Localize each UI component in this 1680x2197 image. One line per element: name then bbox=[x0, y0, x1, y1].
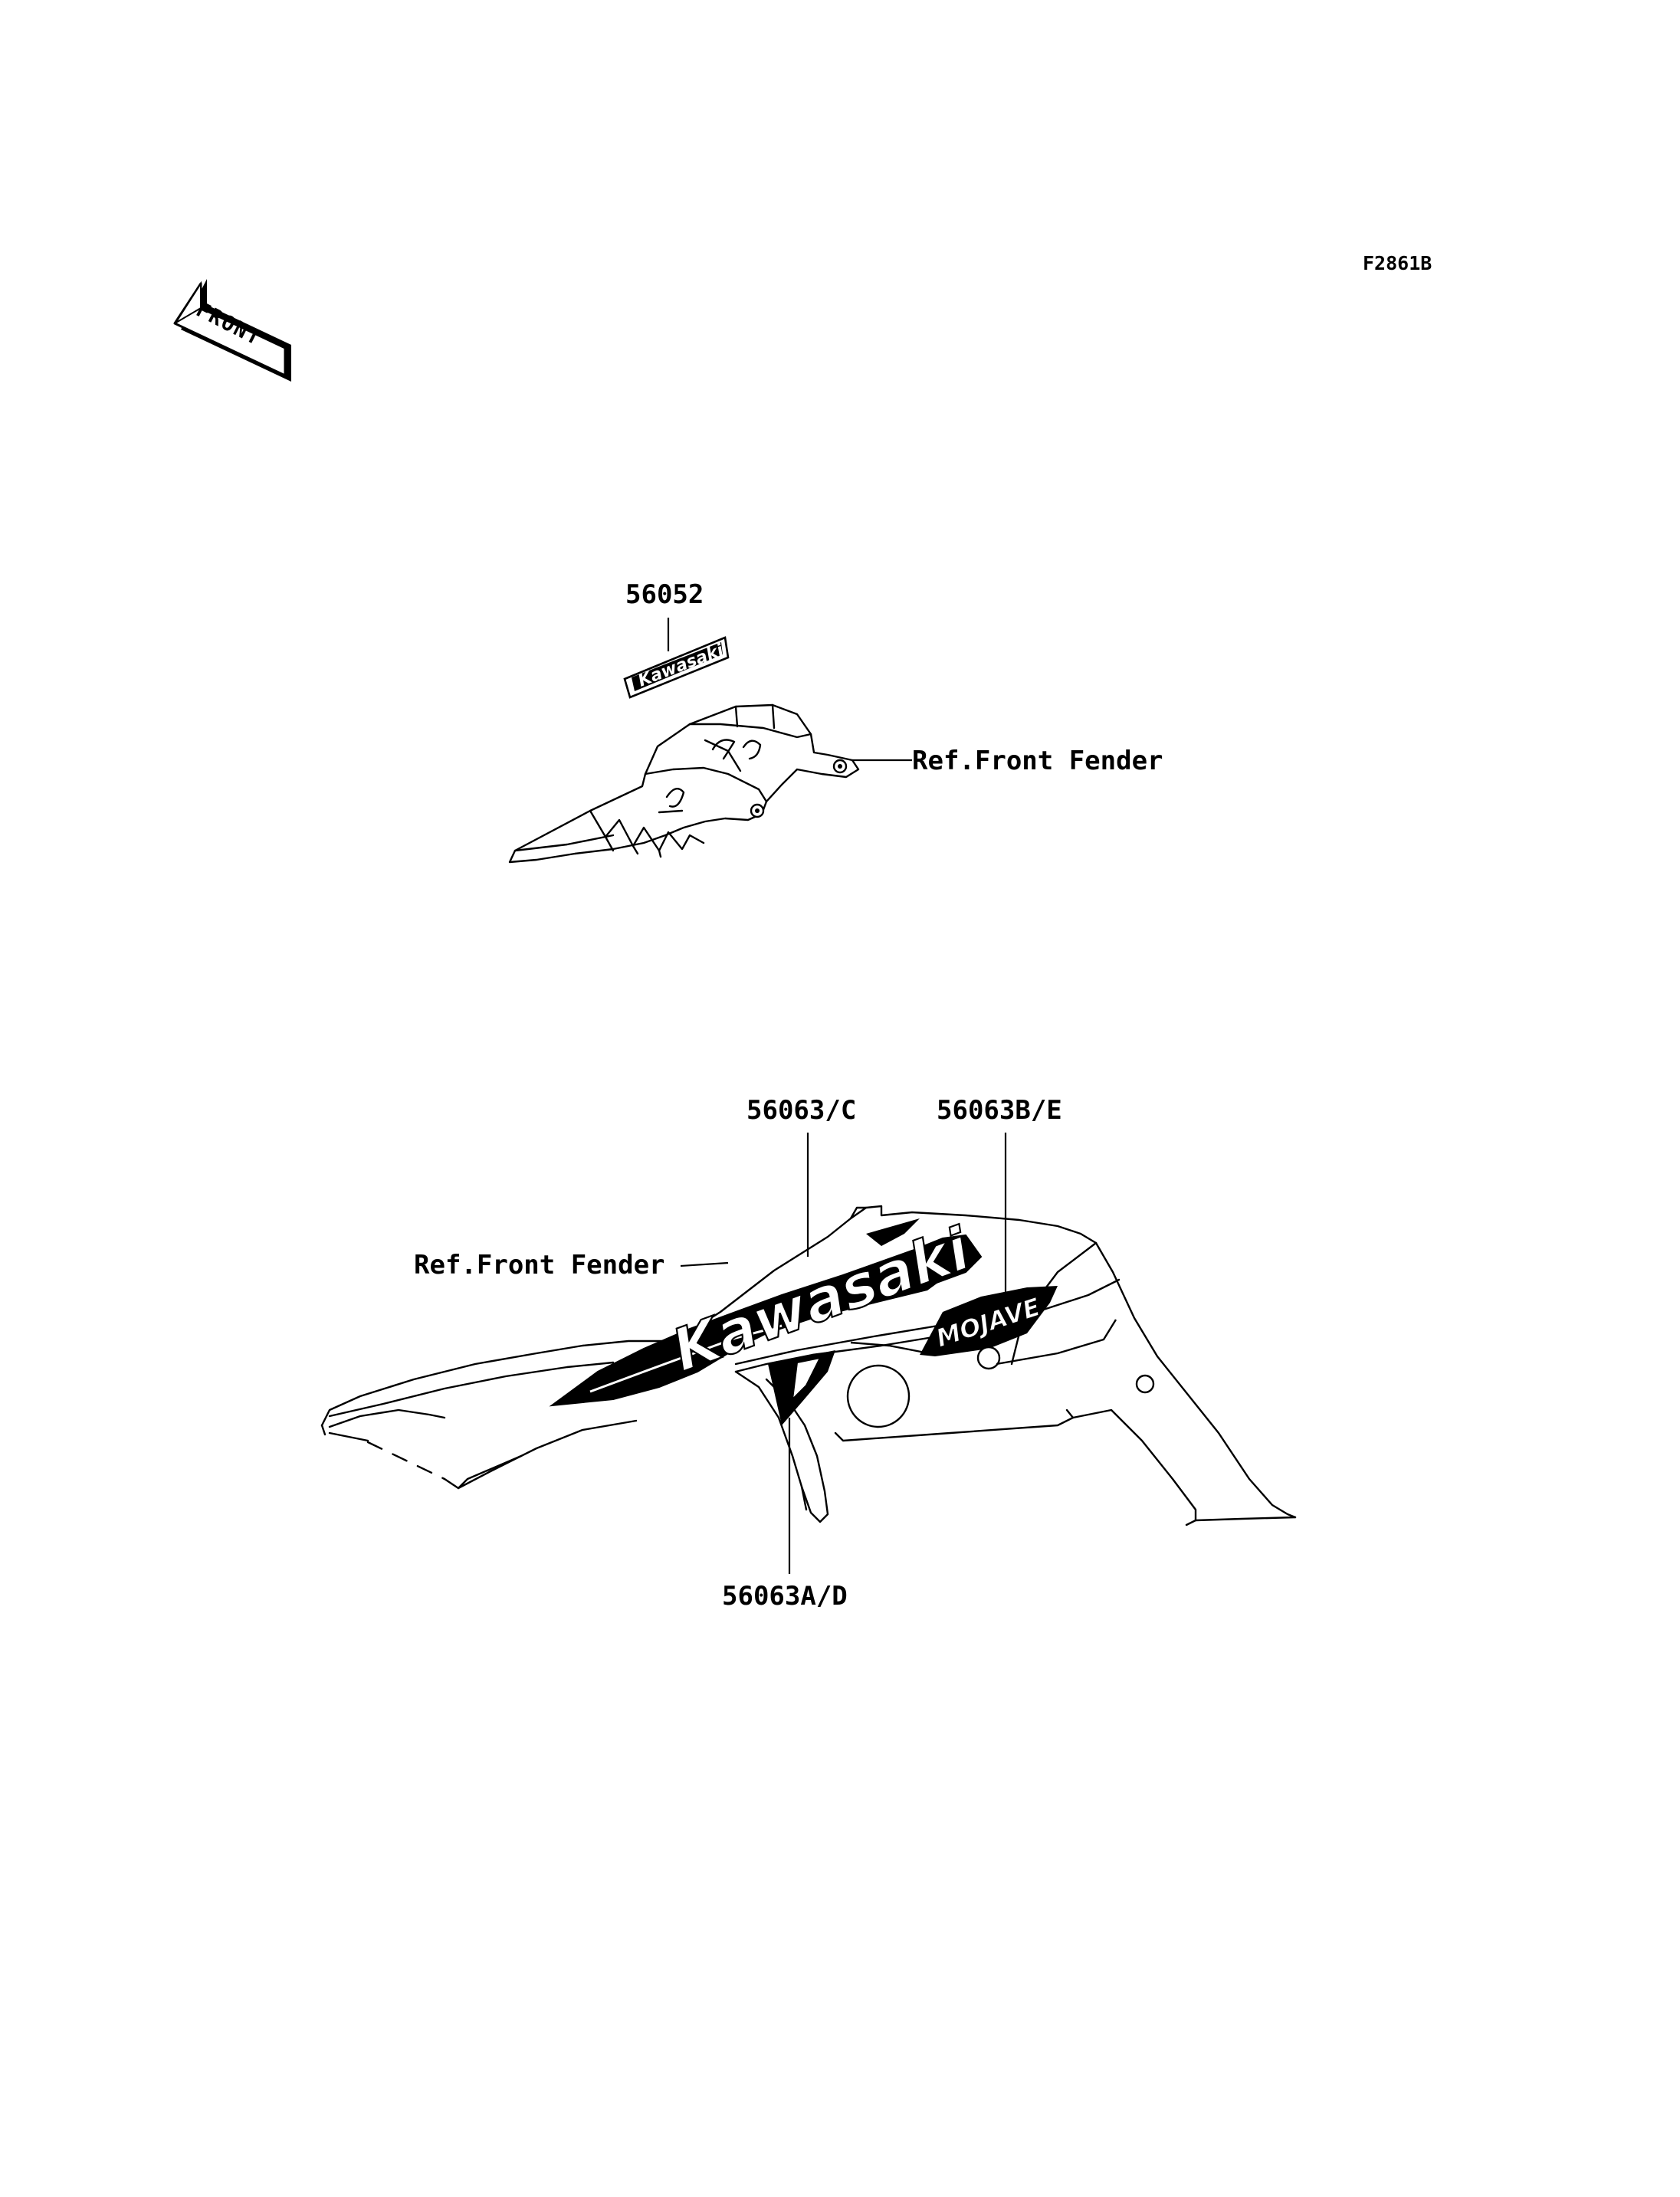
callout-ref-front-fender-top: Ref.Front Fender bbox=[912, 746, 1163, 776]
front-direction-arrow-icon: FRONT bbox=[173, 279, 291, 382]
top-parts-group: 56052 Kawasaki bbox=[508, 579, 1163, 864]
callout-56063c: 56063/C bbox=[746, 1095, 856, 1126]
callout-56063ad: 56063A/D bbox=[722, 1581, 848, 1612]
callout-56063be: 56063B/E bbox=[937, 1095, 1062, 1126]
side-stripe-decal bbox=[768, 1350, 835, 1425]
leader-ref-front-fender-bottom bbox=[680, 1261, 729, 1267]
small-kawasaki-decal: Kawasaki bbox=[623, 636, 730, 699]
main-kawasaki-decal: Kawasaki bbox=[549, 1213, 983, 1407]
callout-56052: 56052 bbox=[625, 579, 704, 610]
bottom-parts-group: 56063/C 56063B/E Ref.Front Fender bbox=[320, 1095, 1297, 1612]
callout-ref-front-fender-bottom: Ref.Front Fender bbox=[414, 1250, 665, 1280]
figure-code: F2861B bbox=[1363, 252, 1432, 274]
front-fender-sketch-top bbox=[508, 703, 860, 864]
small-decal-logo: Kawasaki bbox=[635, 641, 727, 690]
